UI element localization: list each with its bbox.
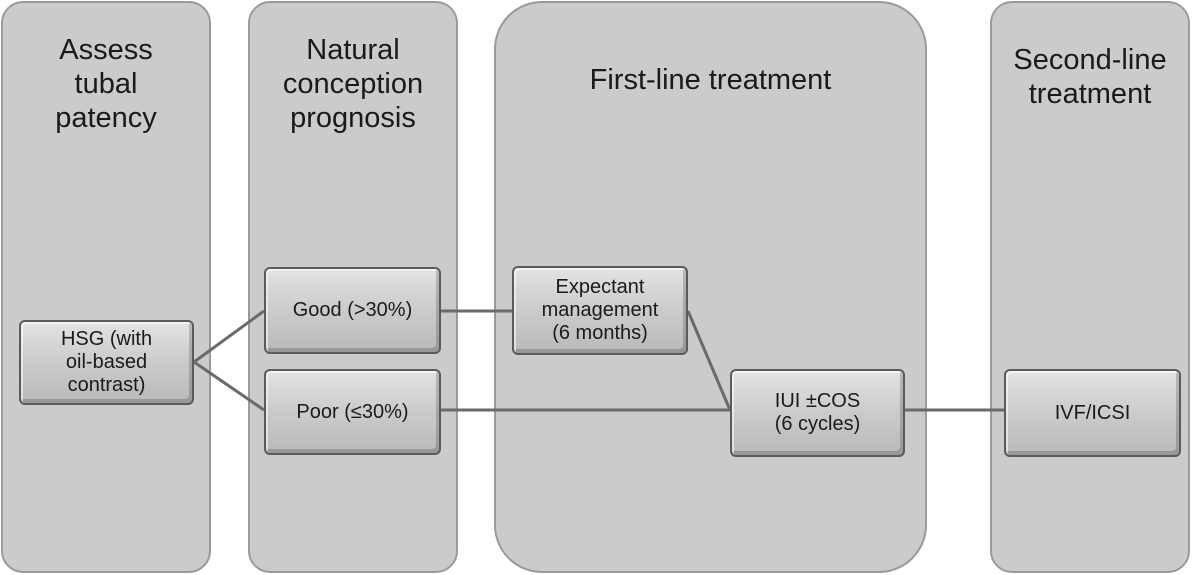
node-poor-prognosis: Poor (≤30%) [264, 369, 441, 455]
edge-hsg-poor [193, 360, 265, 412]
column-title-second-line: Second-line treatment [1013, 44, 1167, 110]
column-title-prognosis: Natural conception prognosis [282, 34, 424, 134]
column-title-first-line: First-line treatment [589, 64, 832, 96]
node-ivf-icsi: IVF/ICSI [1004, 369, 1181, 457]
column-second-line-treatment: Second-line treatment [990, 1, 1190, 573]
node-expectant-management: Expectant management (6 months) [512, 266, 688, 355]
column-assess-tubal-patency: Assess tubal patency [1, 1, 211, 573]
node-hsg: HSG (with oil-based contrast) [19, 320, 194, 405]
edge-hsg-good [193, 309, 265, 364]
column-title-assess: Assess tubal patency [55, 34, 157, 134]
node-iui-cos: IUI ±COS (6 cycles) [730, 369, 905, 457]
node-good-prognosis: Good (>30%) [264, 267, 441, 354]
edge-expectant-iui [686, 310, 732, 411]
